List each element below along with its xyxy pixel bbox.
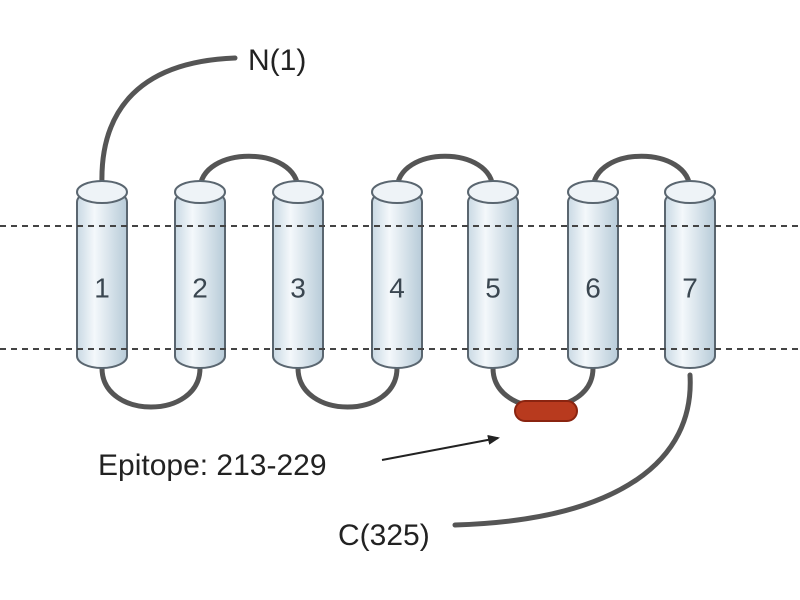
c-terminal-tail <box>452 372 693 528</box>
n-terminus-label: N(1) <box>248 44 306 77</box>
helix-6: 6 <box>567 180 619 369</box>
helix-label: 2 <box>192 272 208 303</box>
helix-1: 1 <box>76 180 128 369</box>
helix-label: 6 <box>585 272 601 303</box>
helix-3: 3 <box>272 180 324 369</box>
helix-label: 7 <box>682 272 698 303</box>
intracellular-loop-1 <box>99 365 203 410</box>
helix-label: 3 <box>290 272 306 303</box>
extracellular-loop-2 <box>394 153 496 193</box>
helix-2: 2 <box>174 180 226 369</box>
epitope-label: Epitope: 213-229 <box>98 449 327 482</box>
helix-5: 5 <box>467 180 519 369</box>
helix-7: 7 <box>664 180 716 369</box>
extracellular-loop-1 <box>197 153 301 193</box>
extracellular-loop-3 <box>590 153 693 193</box>
n-terminal-tail <box>99 55 238 188</box>
intracellular-loop-2 <box>295 365 400 410</box>
epitope-arrow <box>381 434 500 461</box>
epitope-marker <box>514 400 578 422</box>
helix-label: 1 <box>94 272 110 303</box>
helix-label: 5 <box>485 272 501 303</box>
helix-label: 4 <box>389 272 405 303</box>
helix-4: 4 <box>371 180 423 369</box>
c-terminus-label: C(325) <box>338 519 430 552</box>
